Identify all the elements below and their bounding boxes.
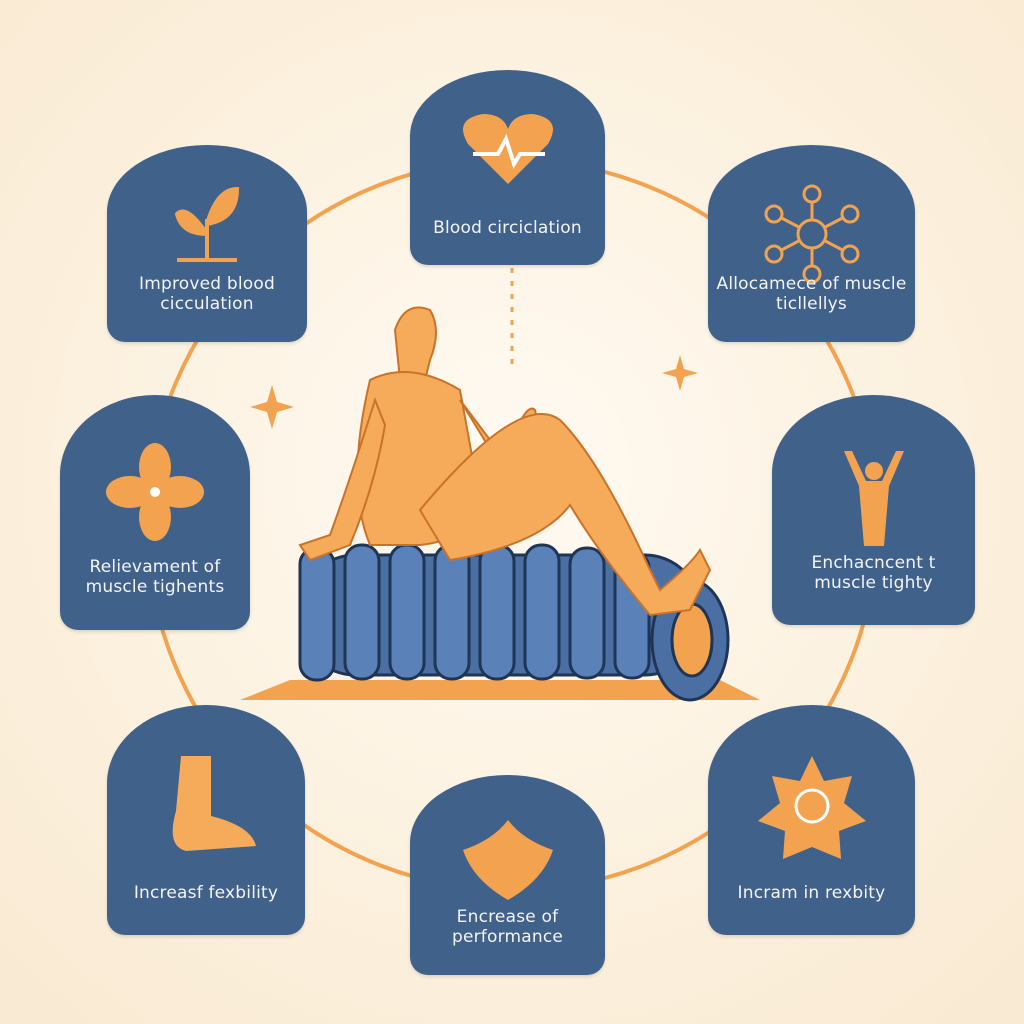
- benefit-label: Blood circiclation: [433, 217, 582, 238]
- network-icon: [708, 184, 915, 284]
- benefit-label: Enchacncent t muscle tighty: [811, 552, 936, 593]
- benefit-card-incram: Incram in rexbity: [708, 705, 915, 935]
- leaf-shape-icon: [410, 815, 605, 905]
- benefit-card-blood-circulation: Blood circiclation: [410, 70, 605, 265]
- star-badge-icon: [708, 751, 915, 861]
- benefit-label: Encrease of performance: [451, 907, 564, 947]
- benefit-label: Allocamece of muscle ticllellys: [716, 274, 907, 315]
- sparkle-icon: [250, 385, 294, 429]
- benefit-card-performance: Encrease of performance: [410, 775, 605, 975]
- benefit-card-improved-blood-circulation: Improved blood cicculation: [107, 145, 307, 342]
- sprout-icon: [107, 184, 307, 264]
- benefit-label: Improved blood cicculation: [138, 274, 275, 315]
- flexing-torso-icon: [772, 441, 975, 561]
- person-figure: [298, 306, 712, 617]
- benefit-card-enchacncent: Enchacncent t muscle tighty: [772, 395, 975, 625]
- heartbeat-icon: [410, 109, 605, 189]
- benefit-label: Relievament of muscle tighents: [85, 557, 225, 598]
- benefit-card-allocamece: Allocamece of muscle ticllellys: [708, 145, 915, 342]
- foot-icon: [107, 751, 305, 861]
- flower-icon: [60, 442, 250, 542]
- benefit-label: Incram in rexbity: [737, 882, 886, 903]
- sparkle-icon: [662, 355, 698, 391]
- benefit-label: Increasf fexbility: [133, 882, 279, 903]
- benefit-card-increase-flexibility: Increasf fexbility: [107, 705, 305, 935]
- benefit-card-relievament: Relievament of muscle tighents: [60, 395, 250, 630]
- foam-roller: [298, 543, 730, 702]
